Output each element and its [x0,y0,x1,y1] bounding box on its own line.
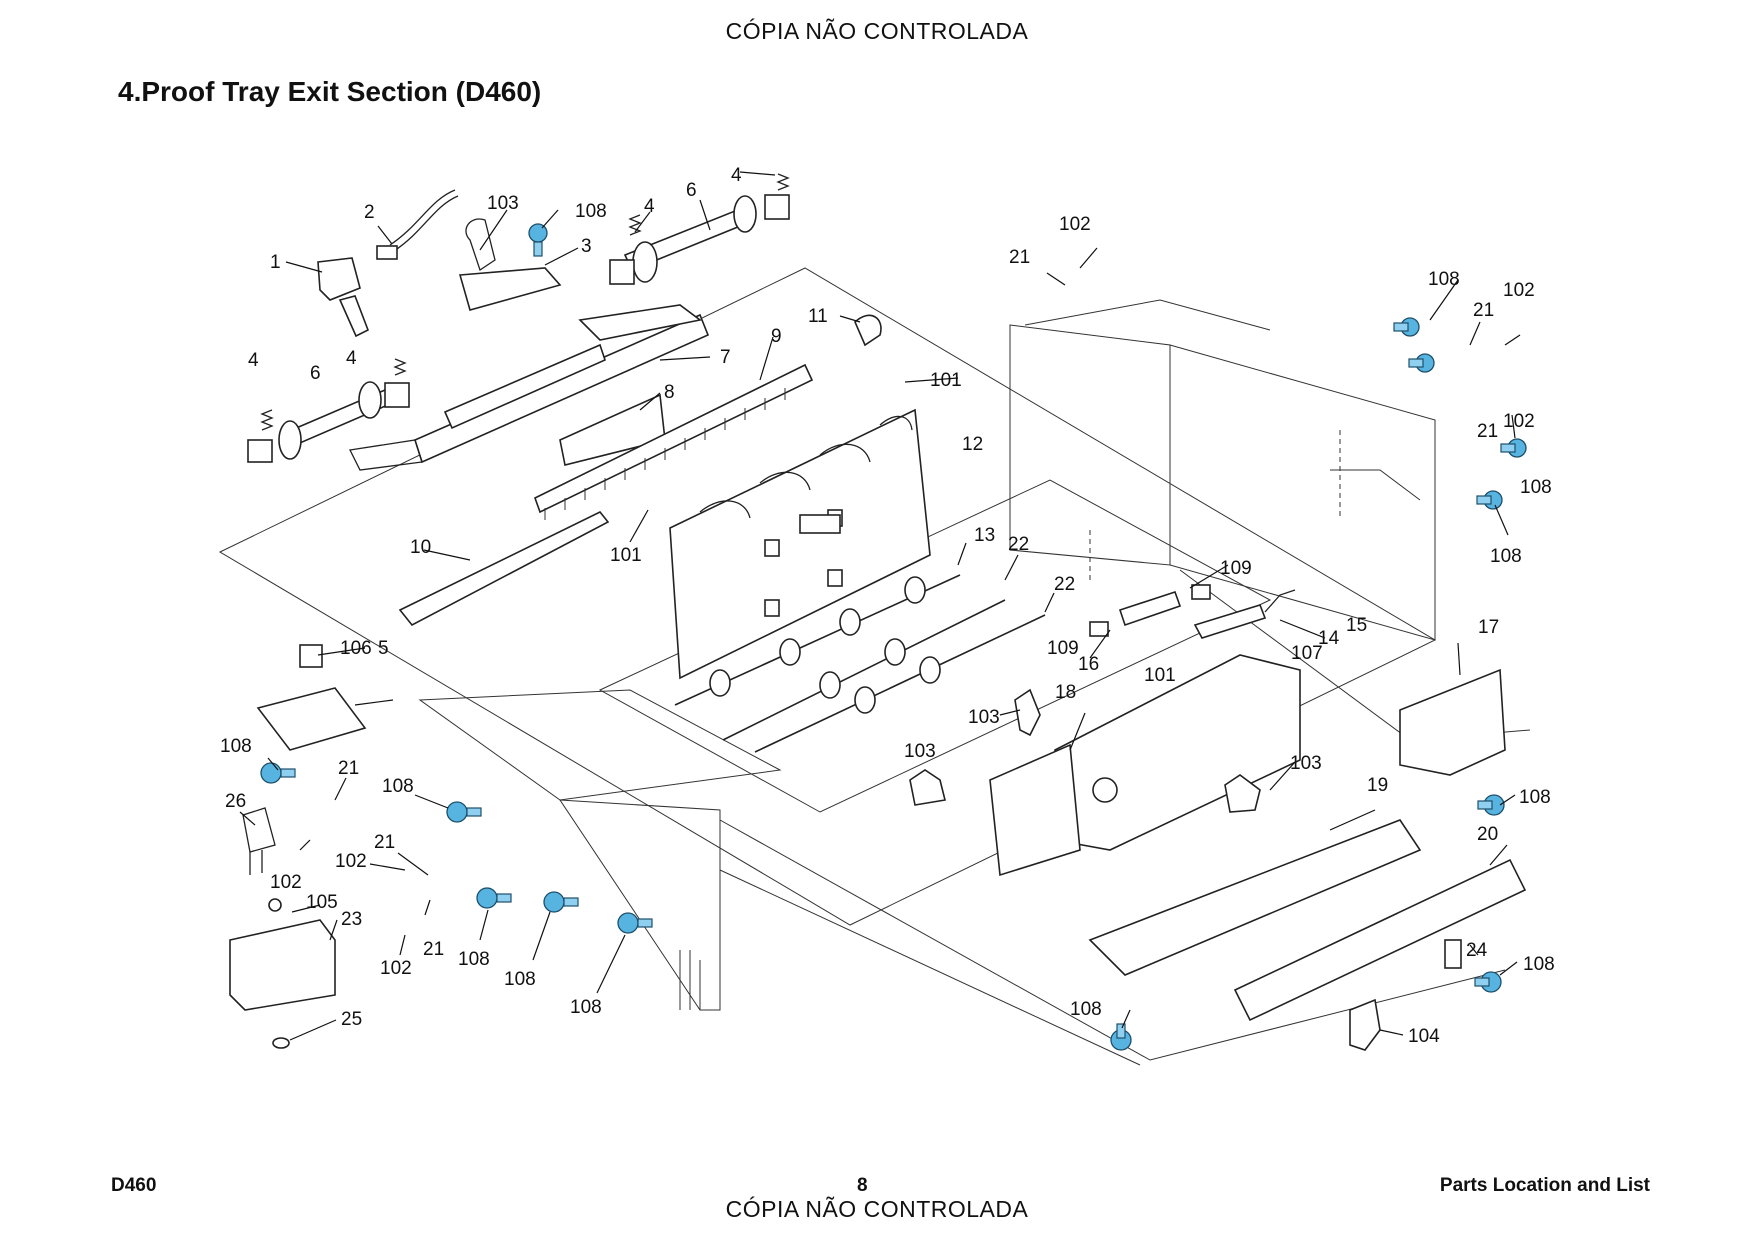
callout-4: 4 [346,348,357,369]
parts-group-rollers [674,574,1046,753]
callout-102: 102 [380,958,412,979]
callout-8: 8 [664,382,675,403]
callout-26: 26 [225,791,246,812]
callout-102: 102 [270,872,302,893]
callout-3: 3 [581,236,592,257]
callout-4: 4 [248,350,259,371]
callout-16: 16 [1078,654,1099,675]
callout-22: 22 [1054,574,1075,595]
callout-21: 21 [1477,421,1498,442]
callout-102: 102 [1059,214,1091,235]
screw-icon [1477,794,1505,816]
callout-106: 106 [340,638,372,659]
screw-icon [617,912,653,934]
callout-4: 4 [731,165,742,186]
parts-group-right-lower [1088,668,1527,1051]
screw-icon [1408,353,1435,373]
screw-icon [1474,971,1502,993]
callout-107: 107 [1291,643,1323,664]
screw-icon [260,762,296,784]
callout-108: 108 [1070,999,1102,1020]
screw-icons [260,223,1527,1051]
callout-20: 20 [1477,824,1498,845]
callout-10: 10 [410,537,431,558]
callout-21: 21 [1473,300,1494,321]
callout-13: 13 [974,525,995,546]
callout-6: 6 [686,180,697,201]
callout-17: 17 [1478,617,1499,638]
footer-page-number: 8 [857,1175,868,1196]
callout-18: 18 [1055,682,1076,703]
callout-109: 109 [1220,558,1252,579]
page-title: 4.Proof Tray Exit Section (D460) [118,76,542,107]
callout-15: 15 [1346,615,1367,636]
callout-5: 5 [378,638,389,659]
leader-lines [239,171,1521,1041]
parts-group-lower-left [229,644,367,1049]
callout-4: 4 [644,196,655,217]
callout-108: 108 [1428,269,1460,290]
callout-101: 101 [930,370,962,391]
screw-icon [446,801,482,823]
callout-103: 103 [904,741,936,762]
screw-icon [1393,317,1420,337]
callout-21: 21 [1009,247,1030,268]
parts-group-middle-right [909,584,1301,877]
callout-21: 21 [338,758,359,779]
callout-108: 108 [1520,477,1552,498]
watermark-bottom: CÓPIA NÃO CONTROLADA [725,1196,1029,1222]
callout-108: 108 [1490,546,1522,567]
callout-1: 1 [270,252,281,273]
callout-6: 6 [310,363,321,384]
callout-11: 11 [808,306,828,327]
screw-icon [1476,490,1503,510]
screw-icon [543,891,579,913]
watermark-top: CÓPIA NÃO CONTROLADA [725,18,1029,44]
callout-103: 103 [487,193,519,214]
callout-108: 108 [1523,954,1555,975]
callout-109: 109 [1047,638,1079,659]
callout-7: 7 [720,347,731,368]
callout-108: 108 [458,949,490,970]
callout-labels: 1 2 3 4 4 4 4 5 6 6 7 8 9 10 11 12 13 14… [220,165,1555,1047]
callout-104: 104 [1408,1026,1440,1047]
callout-19: 19 [1367,775,1388,796]
callout-108: 108 [575,201,607,222]
callout-22: 22 [1008,534,1029,555]
callout-14: 14 [1318,628,1340,649]
callout-102: 102 [1503,280,1535,301]
callout-101: 101 [1144,665,1176,686]
callout-24: 24 [1466,940,1488,961]
callout-108: 108 [570,997,602,1018]
callout-101: 101 [610,545,642,566]
callout-9: 9 [771,326,782,347]
footer-model: D460 [111,1175,157,1196]
callout-23: 23 [341,909,362,930]
callout-2: 2 [364,202,375,223]
callout-108: 108 [382,776,414,797]
callout-25: 25 [341,1009,362,1030]
callout-21: 21 [374,832,395,853]
callout-108: 108 [1519,787,1551,808]
screw-icon [528,223,548,257]
callout-103: 103 [1290,753,1322,774]
callout-12: 12 [962,434,983,455]
screw-icon [1500,438,1527,458]
callout-108: 108 [504,969,536,990]
callout-102: 102 [335,851,367,872]
footer-section-title: Parts Location and List [1439,1175,1650,1196]
parts-group-top-left [247,173,814,627]
callout-108: 108 [220,736,252,757]
callout-103: 103 [968,707,1000,728]
callout-21: 21 [423,939,444,960]
callout-102: 102 [1503,411,1535,432]
parts-group-guide-plate [669,314,931,680]
screw-icon [476,887,512,909]
callout-105: 105 [306,892,338,913]
screw-icon [1110,1023,1132,1051]
